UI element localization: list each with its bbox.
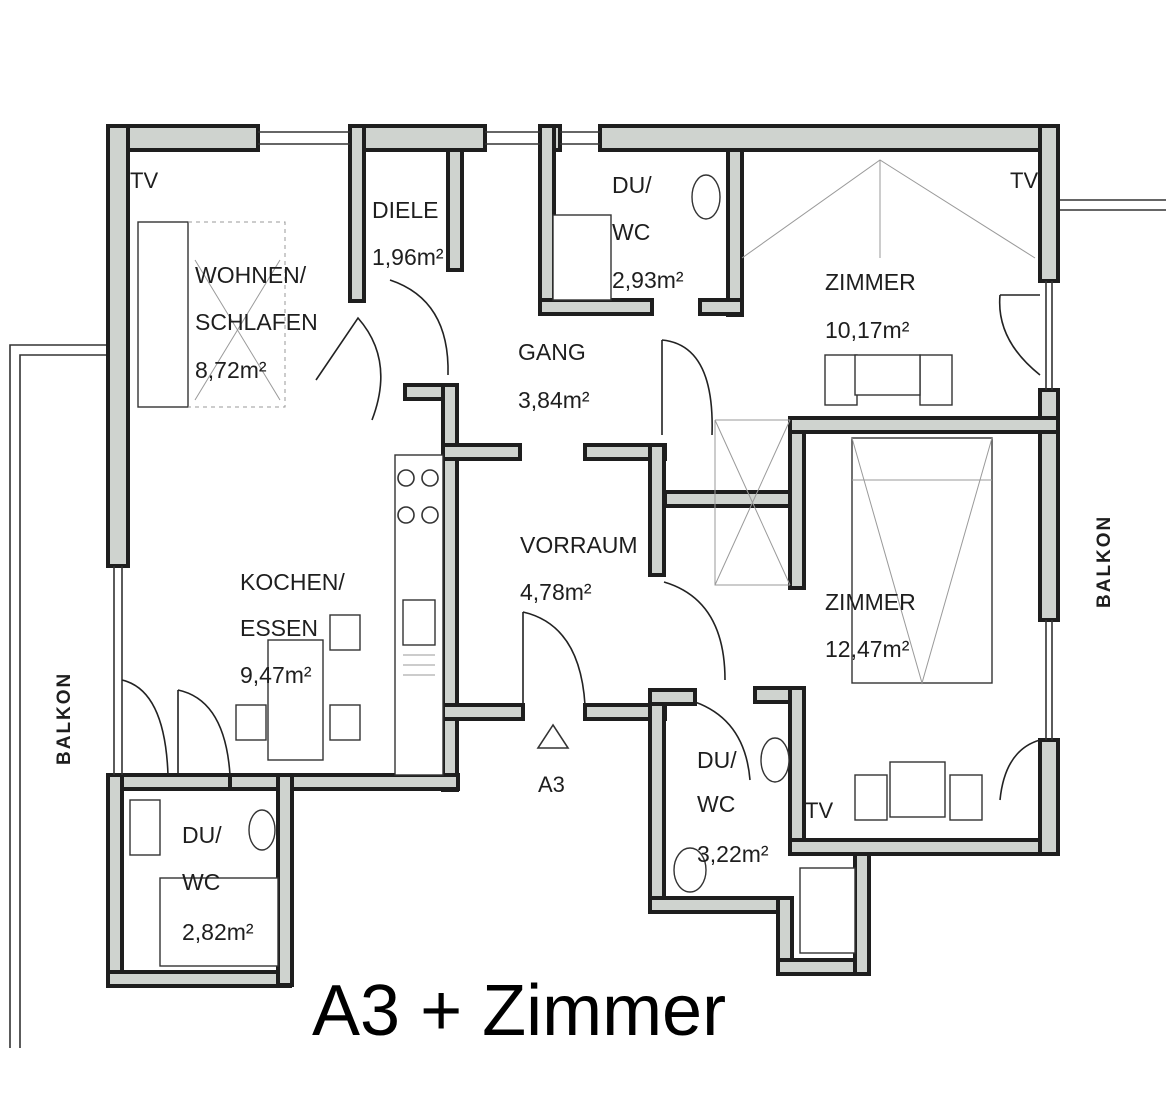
room-area: 4,78m² (520, 579, 592, 605)
room-diele: DIELE 1,96m² (372, 197, 444, 270)
room-area: 2,82m² (182, 919, 254, 945)
tv-marker-wohnen: TV (130, 168, 158, 193)
room-name: WC (697, 791, 735, 817)
room-name: WC (182, 869, 220, 895)
room-gang: GANG 3,84m² (518, 339, 590, 413)
room-zimmer-bottom: ZIMMER 12,47m² (825, 589, 916, 662)
room-name: DU/ (612, 172, 652, 198)
room-name: DU/ (182, 822, 222, 848)
windows (113, 131, 1053, 775)
balcony-left-outline (9, 344, 108, 1048)
furniture (129, 159, 1036, 967)
balcony-right-label: BALKON (1094, 515, 1115, 608)
balcony-left-label: BALKON (54, 672, 75, 765)
room-wohnen: WOHNEN/ SCHLAFEN 8,72m² (195, 262, 318, 383)
room-du-wc-mid: DU/ WC 3,22m² (697, 747, 769, 867)
tv-marker-zimmer-bottom: TV (805, 798, 833, 823)
room-kochen: KOCHEN/ ESSEN 9,47m² (240, 569, 345, 688)
tv-marker-zimmer-top: TV (1010, 168, 1038, 193)
room-area: 9,47m² (240, 662, 312, 688)
room-name: ESSEN (240, 615, 318, 641)
walls (106, 124, 1060, 988)
balcony-right-outline (1058, 199, 1166, 211)
room-area: 8,72m² (195, 357, 267, 383)
room-name: VORRAUM (520, 532, 638, 558)
entrance-label: A3 (538, 772, 565, 797)
room-area: 3,22m² (697, 841, 769, 867)
entrance-triangle-icon (536, 723, 570, 749)
room-du-wc-top: DU/ WC 2,93m² (612, 172, 684, 293)
room-name: WOHNEN/ (195, 262, 307, 288)
room-zimmer-top: ZIMMER 10,17m² (825, 269, 916, 343)
room-name: ZIMMER (825, 269, 916, 295)
room-area: 10,17m² (825, 317, 910, 343)
room-name: ZIMMER (825, 589, 916, 615)
room-name: SCHLAFEN (195, 309, 318, 335)
room-vorraum: VORRAUM 4,78m² (520, 532, 638, 605)
doors (121, 279, 1041, 801)
room-name: WC (612, 219, 650, 245)
room-du-wc-left: DU/ WC 2,82m² (182, 822, 254, 945)
room-name: DU/ (697, 747, 737, 773)
room-area: 1,96m² (372, 244, 444, 270)
plan-title: A3 + Zimmer (312, 971, 726, 1051)
room-area: 2,93m² (612, 267, 684, 293)
room-name: KOCHEN/ (240, 569, 345, 595)
room-name: GANG (518, 339, 586, 365)
room-area: 3,84m² (518, 387, 590, 413)
room-area: 12,47m² (825, 636, 910, 662)
room-name: DIELE (372, 197, 438, 223)
